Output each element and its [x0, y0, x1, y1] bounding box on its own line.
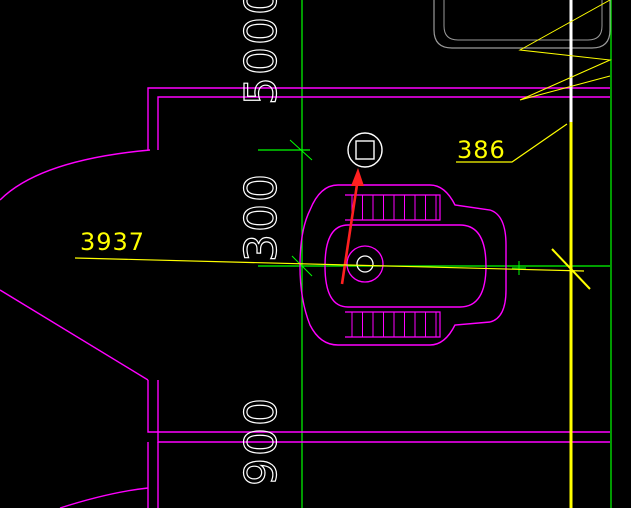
- toilet-pad-ribs-bottom: [351, 312, 437, 337]
- floor-drain-symbol[interactable]: [347, 132, 383, 168]
- label-386[interactable]: 386: [457, 136, 506, 164]
- toilet-outer-outline: [299, 184, 507, 346]
- toilet-foot-pad-bottom: [345, 311, 441, 338]
- wall-top-inner: [157, 96, 610, 150]
- wall-arc-bottom: [59, 487, 149, 508]
- fixture-outline-gray: [433, 0, 611, 49]
- dimension-line-horizontal: [74, 257, 585, 272]
- zigzag-break-line: [518, 0, 612, 101]
- dimension-text-5000[interactable]: 5000: [235, 0, 287, 106]
- wall-bottom-outer: [147, 380, 610, 433]
- red-arrow-icon: [340, 168, 364, 285]
- square-in-circle-icon: [347, 132, 383, 168]
- toilet-pad-ribs-top: [351, 195, 437, 220]
- axis-tick-upper: [289, 139, 313, 161]
- axis-tick-lower: [291, 255, 313, 277]
- dimension-tick-mark: [551, 248, 591, 290]
- fixture-outline-gray-inner: [443, 0, 603, 41]
- dimension-text-900[interactable]: 900: [235, 395, 287, 486]
- toilet-bowl-outline: [324, 224, 487, 308]
- drain-square: [355, 140, 375, 160]
- toilet-outlet-ring: [346, 245, 384, 283]
- toilet-outlet-center: [356, 255, 374, 273]
- wall-top-outer: [147, 87, 610, 150]
- toilet-foot-pad-top: [345, 194, 441, 221]
- label-3937[interactable]: 3937: [80, 228, 145, 256]
- leader-line-386: [456, 123, 568, 163]
- wall-diagonal-lower: [0, 289, 149, 381]
- wall-arc-upper: [0, 149, 151, 201]
- dimension-text-300[interactable]: 300: [235, 171, 287, 262]
- squat-toilet[interactable]: [299, 184, 507, 346]
